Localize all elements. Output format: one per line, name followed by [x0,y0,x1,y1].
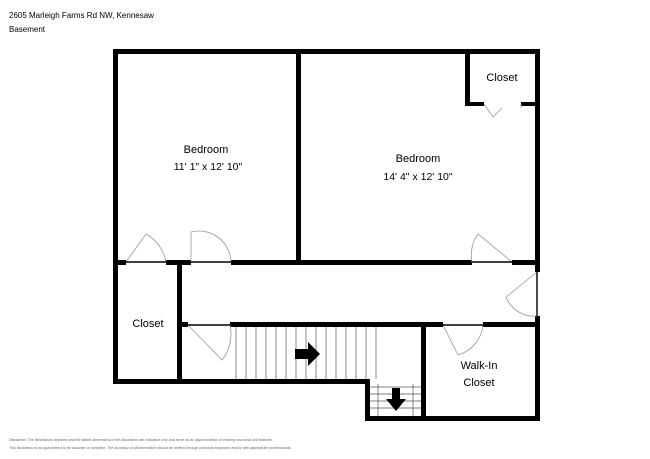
wall-top-closet-left [465,49,470,106]
door-swing-walkin [442,324,484,356]
arrow-down-icon [386,388,406,411]
door-swing-top-closet [483,103,503,118]
wall-top-closet-stub-left [465,102,484,106]
room-dims-bedroom-right: 14' 4" x 12' 10" [383,171,453,183]
door-swing-right-bedroom [470,233,513,263]
room-name-closet-left: Closet [132,318,163,330]
wall-top [113,49,540,54]
wall-left-closet [177,260,182,384]
room-name-closet-top: Closet [486,72,517,84]
wall-hall-bottom [182,322,540,327]
arrow-right-icon [295,342,320,366]
wall-hall-top [113,260,540,265]
door-swing-hall-end [505,271,538,317]
room-dims-bedroom-left: 11' 1" x 12' 10" [174,161,243,173]
wall-bedroom-divider [296,49,301,264]
door-swings [125,103,538,361]
room-name-bedroom-left: Bedroom [184,144,229,156]
property-address: 2605 Marleigh Farms Rd NW, Kennesaw [9,11,154,20]
wall-left [113,49,118,384]
wall-bottom-right [365,416,540,421]
room-name-walkin-line2: Closet [463,377,494,389]
door-swing-left-bedroom [125,233,167,263]
wall-bottom-left [113,379,370,384]
wall-top-closet-stub-right [521,102,540,106]
room-name-bedroom-right: Bedroom [396,153,441,165]
walls [113,49,540,421]
disclaimer-line-1: Disclaimer: The illustrations depicted a… [9,438,273,442]
door-swing-left-bedroom-2 [190,230,232,263]
door-jambs [126,261,538,326]
wall-stair-landing [365,380,370,421]
disclaimer-line-2: This illustration is not guaranteed to b… [9,446,292,450]
door-openings [126,101,541,328]
floor-level-label: Basement [9,25,46,34]
stair-arrows [295,342,406,411]
wall-right [535,49,540,421]
room-name-walkin-line1: Walk-In [461,360,498,372]
door-swing-stair [187,324,232,361]
wall-walkin-left [421,322,426,421]
